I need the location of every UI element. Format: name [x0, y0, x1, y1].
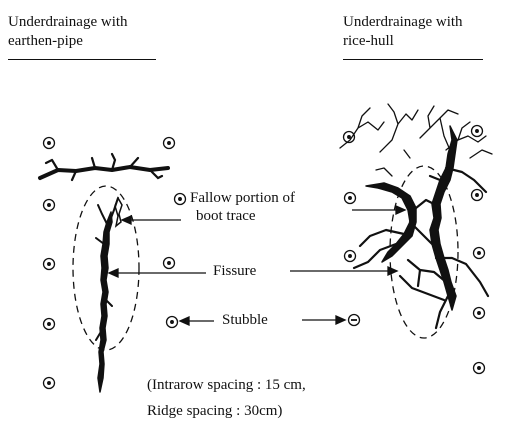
heading-right-underline: [343, 59, 483, 60]
fissure-crack-right-secondary: [366, 183, 416, 262]
heading-right: Underdrainage with rice-hull: [343, 13, 463, 51]
label-fallow-line-2: boot trace: [190, 207, 295, 225]
heading-right-line-1: Underdrainage with: [343, 13, 463, 32]
arrow-stubble-right-head: [336, 316, 345, 324]
circled-dot-icon: [345, 251, 356, 262]
circled-dot-icon: [472, 190, 483, 201]
circled-dot-icon: [175, 194, 186, 205]
heading-left-line-2: earthen-pipe: [8, 32, 128, 51]
circled-dot-icon: [44, 138, 55, 149]
label-spacing-line-1: (Intrarow spacing : 15 cm,: [147, 376, 306, 394]
circled-dot-icon: [472, 126, 483, 137]
circled-dot-icon: [44, 319, 55, 330]
circled-dot-icon: [474, 308, 485, 319]
circled-dot-icon: [345, 193, 356, 204]
label-fissure: Fissure: [213, 262, 256, 280]
stubble-marker-minus: [349, 315, 360, 326]
heading-left: Underdrainage with earthen-pipe: [8, 13, 128, 51]
circled-dot-icon: [164, 138, 175, 149]
fissure-crack-right-main: [430, 126, 457, 310]
fissure-branches-right: [354, 168, 488, 328]
fissure-crack-top-left-branches: [46, 154, 162, 180]
circled-dot-icon: [474, 363, 485, 374]
label-spacing: (Intrarow spacing : 15 cm, Ridge spacing…: [147, 376, 306, 420]
heading-left-line-1: Underdrainage with: [8, 13, 128, 32]
boot-trace-left: [115, 198, 122, 226]
arrow-stubble-left-head: [180, 317, 189, 325]
circled-dot-icon: [44, 378, 55, 389]
label-fallow-line-1: Fallow portion of: [190, 189, 295, 207]
fissure-thin-cracks-right: [340, 104, 492, 176]
circled-dot-icon: [474, 248, 485, 259]
label-fallow-boot-trace: Fallow portion of boot trace: [190, 189, 295, 225]
circled-dot-icon: [167, 317, 178, 328]
label-spacing-line-2: Ridge spacing : 30cm): [147, 402, 306, 420]
circled-dot-icon: [164, 258, 175, 269]
fissure-crack-left: [98, 212, 112, 392]
heading-right-line-2: rice-hull: [343, 32, 463, 51]
heading-left-underline: [8, 59, 156, 60]
label-stubble: Stubble: [222, 311, 268, 329]
circled-dot-icon: [44, 259, 55, 270]
circled-dot-icon: [44, 200, 55, 211]
arrow-fallow-right-head: [396, 206, 405, 214]
fissure-crack-top-left: [40, 167, 168, 178]
arrow-fissure-right-head: [388, 267, 397, 275]
arrow-fallow-left-head: [122, 216, 131, 224]
arrow-fissure-left-head: [109, 269, 118, 277]
